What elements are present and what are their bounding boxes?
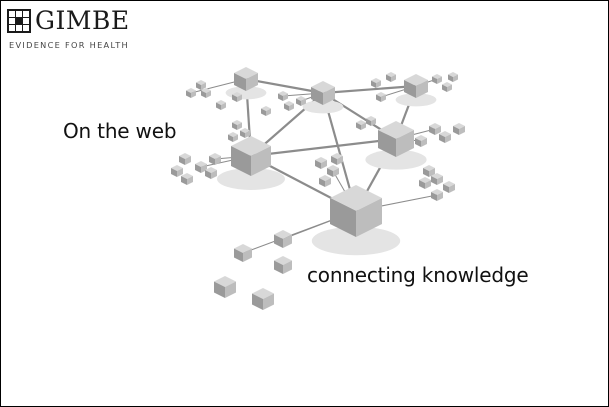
- small-cube: [371, 78, 381, 88]
- small-cube: [415, 135, 427, 147]
- small-cube: [232, 120, 242, 130]
- hub-cube: [231, 136, 271, 176]
- hub-cube: [404, 74, 428, 98]
- small-cube: [432, 74, 442, 84]
- small-cube: [261, 106, 271, 116]
- small-cube: [216, 100, 226, 110]
- small-cube: [429, 123, 441, 135]
- small-cube: [214, 276, 236, 298]
- network-link: [250, 137, 397, 158]
- small-cube: [356, 120, 366, 130]
- small-cube: [205, 167, 217, 179]
- small-cube: [232, 92, 242, 102]
- caption-connecting-knowledge: connecting knowledge: [307, 263, 529, 287]
- small-cube: [274, 256, 292, 274]
- small-cube: [181, 173, 193, 185]
- small-cube: [209, 153, 221, 165]
- hub-cube: [311, 81, 335, 105]
- small-cube: [234, 244, 252, 262]
- gimbe-logo: GIMBE EVIDENCE FOR HEALTH: [7, 6, 157, 53]
- hub-cube: [378, 121, 414, 157]
- small-cube: [431, 189, 443, 201]
- cube-shadow: [395, 93, 437, 107]
- small-cube: [186, 88, 196, 98]
- small-cube: [252, 288, 274, 310]
- small-cube: [453, 123, 465, 135]
- network-link: [322, 84, 417, 95]
- caption-on-the-web: On the web: [63, 119, 177, 143]
- small-cube: [443, 181, 455, 193]
- small-cube: [423, 165, 435, 177]
- small-cube: [419, 177, 431, 189]
- small-cube: [228, 132, 238, 142]
- small-cube: [366, 116, 376, 126]
- hub-cube: [330, 185, 382, 237]
- small-cube: [431, 173, 443, 185]
- small-cube: [240, 128, 250, 138]
- network-cubes: [171, 67, 465, 310]
- logo-tagline: EVIDENCE FOR HEALTH: [9, 40, 129, 50]
- network-link: [245, 77, 324, 95]
- small-cube: [201, 88, 211, 98]
- small-cube: [296, 96, 306, 106]
- cube-shadow: [311, 226, 401, 256]
- small-cube: [376, 92, 386, 102]
- small-cube: [331, 153, 343, 165]
- cube-shadow: [217, 168, 285, 190]
- gimbe-logo-mark-icon: [7, 9, 31, 33]
- cube-shadow: [365, 149, 427, 170]
- small-cube: [274, 230, 292, 248]
- cube-shadow: [302, 100, 344, 114]
- small-cube: [179, 153, 191, 165]
- logo-brand: GIMBE: [35, 6, 130, 35]
- hub-cube: [234, 67, 258, 91]
- small-cube: [448, 72, 458, 82]
- small-cube: [386, 72, 396, 82]
- small-cube: [278, 91, 288, 101]
- small-cube: [442, 82, 452, 92]
- small-cube: [327, 165, 339, 177]
- small-cube: [439, 131, 451, 143]
- small-cube: [319, 175, 331, 187]
- small-cube: [171, 165, 183, 177]
- small-cube: [315, 157, 327, 169]
- small-cube: [196, 80, 206, 90]
- small-cube: [284, 101, 294, 111]
